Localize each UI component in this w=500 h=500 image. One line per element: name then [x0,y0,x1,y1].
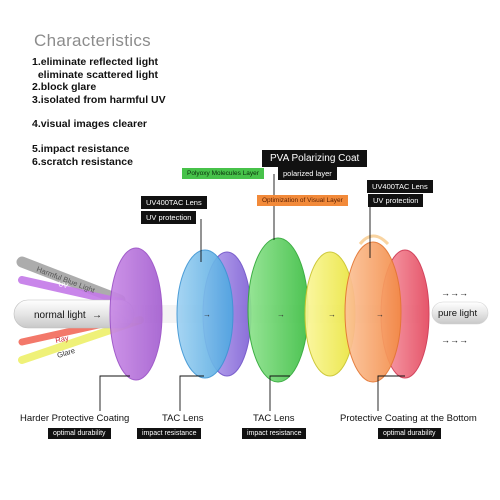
normal-light-label: normal light [34,310,86,321]
bottom-tag-impact-resistance: impact resistance [242,428,307,439]
pva-polarizing-coat-tag: PVA Polarizing Coat [262,150,368,167]
polarized-layer-tag: polarized layer [278,167,337,180]
orange-lens-highlight [358,234,390,246]
characteristic-item: 5.impact resistance [32,142,130,155]
characteristic-item: 6.scratch resistance [32,155,133,168]
pure-light-label: pure light [438,308,477,319]
pure-light-output: →→→ →→→ pure light [431,288,489,345]
bottom-tag-optimal-durability: optimal durability [48,428,111,439]
bottom-caption-tac-left: TAC Lens [162,413,204,424]
uv-protection-left-tag: UV protection [141,211,197,224]
uv-ray [18,276,124,306]
lens-arrow: → [376,310,384,319]
lens-arrow: → [203,310,211,319]
pointer-tac-left [179,375,204,411]
characteristic-item: 1.eliminate reflected light [32,56,159,68]
pointer-tac-right [269,375,290,411]
characteristic-item: 4.visual images clearer [32,118,147,131]
characteristics-list: 1.eliminate reflected light eliminate sc… [32,56,166,168]
lens-arrow: → [328,310,336,319]
orange-visual-layer-lens [344,241,402,383]
uv-label: UV [58,281,69,290]
top-arrows: →→→ [441,288,468,298]
blue-tac-lens [176,249,234,379]
uv400-tac-right-tag: UV400TAC Lens [367,180,433,193]
harmful-blue-light-ray [16,256,126,306]
characteristic-item: eliminate scattered light [32,68,159,81]
bottom-tag-optimal-durability: optimal durability [378,428,441,439]
pointer-bottom-coating [377,375,405,411]
pointer-harder-coating [99,375,130,411]
purple-coating-lens [109,247,163,381]
bottom-tag-impact-resistance: impact resistance [137,428,202,439]
characteristic-item: 3.isolated from harmful UV [32,93,166,106]
optimization-layer-stripe: Optimization of Visual Layer [257,195,348,206]
pointer-lines [99,174,405,411]
normal-light-arrow: → [92,310,102,321]
polyoxy-layer-stripe: Polyoxy Molecules Layer [182,168,264,179]
page-title: Characteristics [34,31,151,50]
lens-arrows: → → → → [203,310,384,319]
bottom-arrows: →→→ [441,335,468,345]
ray-label: Ray [55,333,70,345]
lens-arrow: → [277,310,285,319]
bottom-caption-harder-coating: Harder Protective Coating [20,413,130,424]
uv-protection-right-tag: UV protection [368,194,424,207]
uv400-tac-left-tag: UV400TAC Lens [141,196,207,209]
pure-light-tube [431,301,489,325]
lens-stack [109,234,430,383]
bottom-caption-bottom-coating: Protective Coating at the Bottom [340,413,477,424]
bottom-caption-tac-right: TAC Lens [253,413,295,424]
characteristic-item: 2.block glare [32,81,97,94]
